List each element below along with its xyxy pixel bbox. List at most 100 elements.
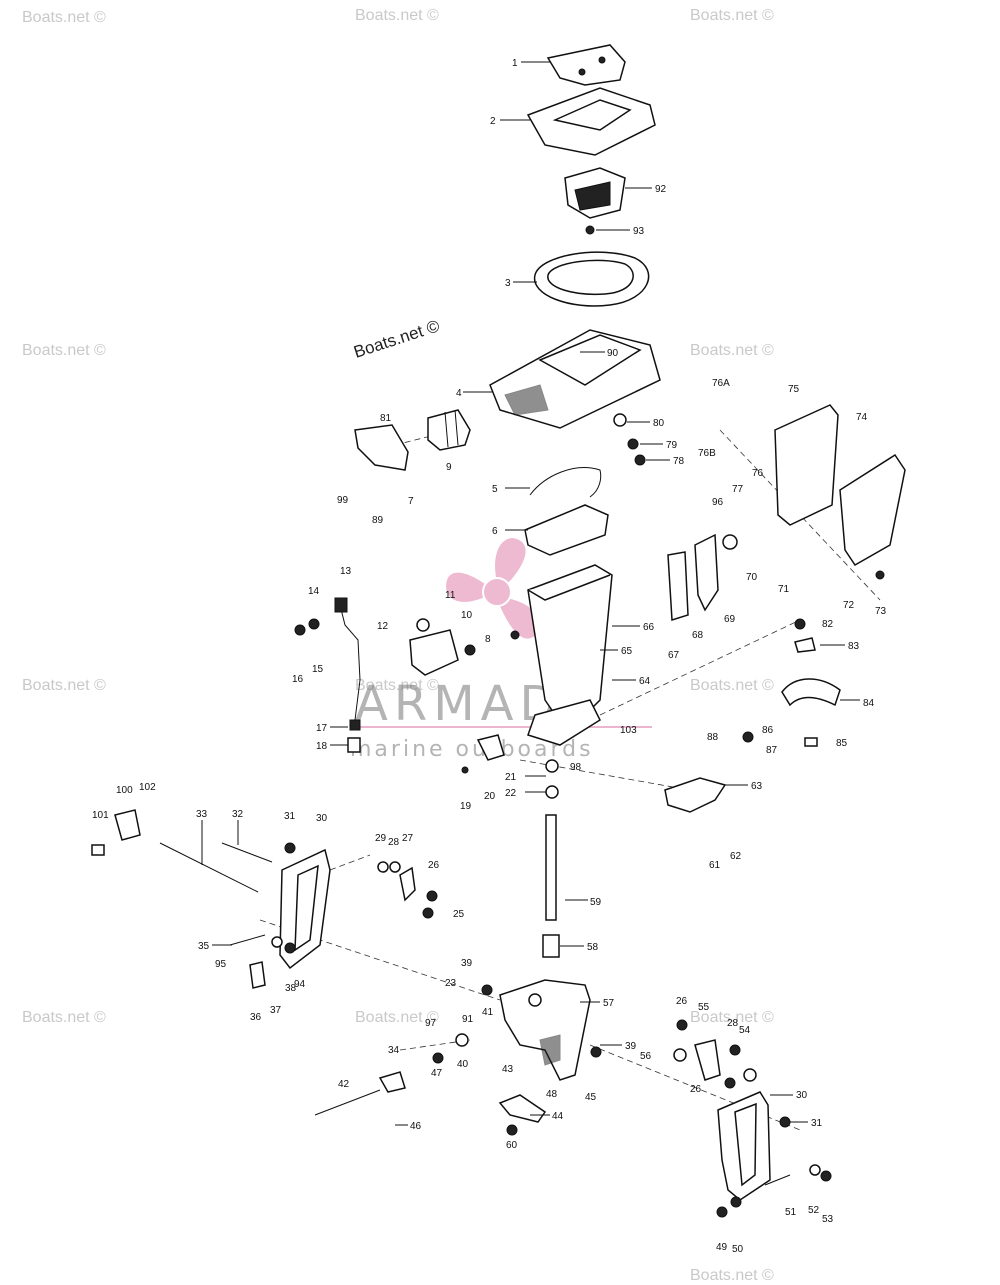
watermark-layer: Boats.net © Boats.net © Boats.net © Boat… xyxy=(22,7,774,1284)
part-20-pump xyxy=(476,734,505,761)
watermark: Boats.net © xyxy=(22,1009,106,1026)
part-number: 68 xyxy=(692,630,704,641)
part-55-link xyxy=(694,1039,721,1081)
part-number: 61 xyxy=(709,860,721,871)
part-number: 36 xyxy=(250,1012,262,1023)
part-number: 31 xyxy=(284,811,296,822)
part-number: 53 xyxy=(822,1214,834,1225)
part-number: 41 xyxy=(482,1007,494,1018)
part-number: 59 xyxy=(590,897,602,908)
part-number: 3 xyxy=(505,278,511,289)
part-84-shield xyxy=(781,678,841,707)
part-labels: 1 2 92 93 3 90 4 80 79 78 81 9 99 89 7 5… xyxy=(92,58,887,1255)
part-30-stern-bracket-right xyxy=(717,1091,771,1201)
part-number: 46 xyxy=(410,1121,422,1132)
part-72-cover xyxy=(839,453,906,566)
part-4-exhaust-housing xyxy=(489,329,661,429)
propeller-icon xyxy=(446,538,540,639)
part-number: 100 xyxy=(116,785,133,796)
part-6-gasket xyxy=(524,504,609,556)
part-number: 21 xyxy=(505,772,517,783)
part-75-cover xyxy=(774,404,839,526)
part-number: 29 xyxy=(375,833,387,844)
part-number: 67 xyxy=(668,650,680,661)
watermark: Boats.net © xyxy=(22,677,106,694)
part-number: 87 xyxy=(766,745,778,756)
part-number: 56 xyxy=(640,1051,652,1062)
part-number: 10 xyxy=(461,610,473,621)
part-68-bracket xyxy=(694,533,719,612)
part-57-swivel xyxy=(499,979,591,1081)
part-number: 27 xyxy=(402,833,414,844)
part-number: 95 xyxy=(215,959,227,970)
part-number: 81 xyxy=(380,413,392,424)
part-number: 38 xyxy=(285,983,297,994)
part-number: 86 xyxy=(762,725,774,736)
part-number: 93 xyxy=(633,226,645,237)
part-number: 32 xyxy=(232,809,244,820)
part-number: 4 xyxy=(456,388,462,399)
part-number: 51 xyxy=(785,1207,797,1218)
part-number: 65 xyxy=(621,646,633,657)
part-number: 35 xyxy=(198,941,210,952)
part-number: 102 xyxy=(139,782,156,793)
watermark: Boats.net © xyxy=(690,7,774,24)
part-number: 14 xyxy=(308,586,320,597)
part-number: 99 xyxy=(337,495,349,506)
watermark: Boats.net © xyxy=(355,7,439,24)
part-63-clamp xyxy=(664,777,727,813)
part-number: 30 xyxy=(316,813,328,824)
part-number: 40 xyxy=(457,1059,469,1070)
part-number: 49 xyxy=(716,1242,728,1253)
watermark-dark: Boats.net © xyxy=(351,316,442,362)
part-number: 94 xyxy=(294,979,306,990)
part-number: 39 xyxy=(625,1041,637,1052)
part-number: 9 xyxy=(446,462,452,473)
part-number: 26 xyxy=(428,860,440,871)
part-number: 62 xyxy=(730,851,742,862)
part-number: 7 xyxy=(408,496,414,507)
part-number: 78 xyxy=(673,456,685,467)
part-1-plate xyxy=(546,44,626,86)
part-number: 28 xyxy=(727,1018,739,1029)
part-number: 54 xyxy=(739,1025,751,1036)
part-number: 25 xyxy=(453,909,465,920)
part-number: 8 xyxy=(485,634,491,645)
part-number: 52 xyxy=(808,1205,820,1216)
part-number: 19 xyxy=(460,801,472,812)
part-92-housing xyxy=(564,167,626,219)
part-number: 44 xyxy=(552,1111,564,1122)
part-30-stern-bracket-left xyxy=(279,848,331,970)
part-number: 80 xyxy=(653,418,665,429)
part-number: 98 xyxy=(570,762,582,773)
part-number: 90 xyxy=(607,348,619,359)
part-number: 69 xyxy=(724,614,736,625)
part-44-bracket xyxy=(498,1094,547,1123)
part-number: 18 xyxy=(316,741,328,752)
part-67-plate xyxy=(667,551,689,622)
part-number: 16 xyxy=(292,674,304,685)
part-number: 48 xyxy=(546,1089,558,1100)
watermark: Boats.net © xyxy=(690,342,774,359)
part-number: 39 xyxy=(461,958,473,969)
part-33-shaft xyxy=(159,842,259,893)
part-number: 76 xyxy=(752,468,764,479)
part-number: 75 xyxy=(788,384,800,395)
part-number: 92 xyxy=(655,184,667,195)
part-number: 45 xyxy=(585,1092,597,1103)
part-number: 33 xyxy=(196,809,208,820)
part-number: 42 xyxy=(338,1079,350,1090)
part-number: 79 xyxy=(666,440,678,451)
watermark: Boats.net © xyxy=(355,677,439,694)
part-number: 37 xyxy=(270,1005,282,1016)
watermark: Boats.net © xyxy=(22,9,106,26)
watermark: Boats.net © xyxy=(690,677,774,694)
watermark: Boats.net © xyxy=(355,1009,439,1026)
part-number: 58 xyxy=(587,942,599,953)
small-fasteners xyxy=(229,225,885,1218)
leader-lines xyxy=(201,61,860,1126)
part-number: 34 xyxy=(388,1045,400,1056)
part-number: 57 xyxy=(603,998,615,1009)
part-number: 76B xyxy=(698,448,716,459)
part-number: 13 xyxy=(340,566,352,577)
